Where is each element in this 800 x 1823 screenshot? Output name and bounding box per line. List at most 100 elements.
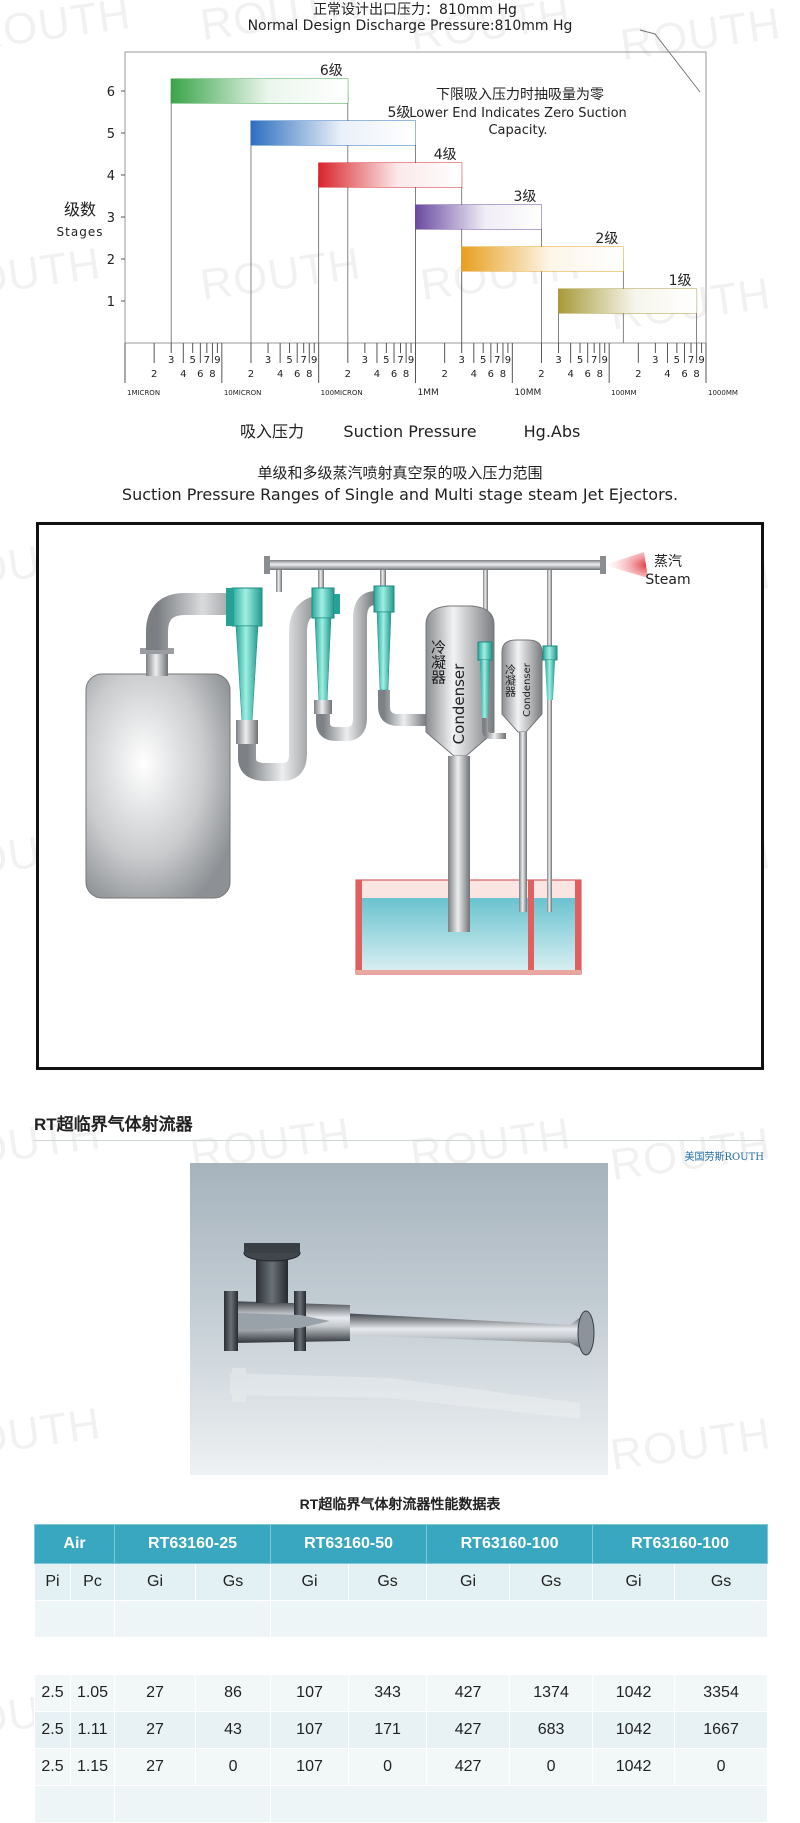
table-cell: 1.05 (69, 1674, 116, 1712)
x-minor-label: 6 (294, 369, 300, 380)
table-cell: Gi (592, 1563, 676, 1601)
watermark: ROUTH (0, 1399, 104, 1471)
x-minor-label: 7 (591, 355, 597, 366)
x-minor-label: 8 (597, 369, 603, 380)
table-cell: 1.11 (69, 1711, 116, 1749)
table-cell: 0 (509, 1748, 594, 1786)
x-minor-label: 2 (538, 369, 544, 380)
stage-bar-4: 4级 (318, 147, 463, 188)
x-minor-label: 5 (189, 355, 195, 366)
ejector-stage-4 (477, 641, 493, 718)
steam-label-en: Steam (645, 572, 690, 588)
y-tick-label: 4 (107, 169, 115, 184)
table-cell: 2.5 (34, 1748, 71, 1786)
stage-bar-label: 5级 (388, 105, 411, 121)
stages-pressure-chart: 正常设计出口压力：810mm Hg Normal Design Discharg… (57, 2, 738, 441)
stage-bar-sheen (250, 121, 416, 145)
stage-bar-label: 6级 (320, 63, 343, 79)
note-en-1: Lower End Indicates Zero Suction (409, 106, 627, 121)
x-decade-label: 1MM (418, 388, 439, 398)
table-cell: 3354 (674, 1674, 769, 1712)
table-cell: 2.5 (34, 1674, 71, 1712)
stage-bar-sheen (415, 205, 542, 229)
table-cell: 1374 (509, 1674, 594, 1712)
x-decade-label: 1000MM (708, 389, 738, 397)
hotwell-tank (355, 879, 582, 975)
x-decade-label: 10MICRON (224, 389, 262, 397)
x-minor-label: 4 (180, 369, 186, 380)
top-label-en: Normal Design Discharge Pressure:810mm H… (248, 18, 573, 34)
x-minor-label: 9 (698, 355, 704, 366)
x-minor-label: 3 (265, 355, 271, 366)
table-cell: Gs (348, 1563, 428, 1601)
x-minor-label: 8 (693, 369, 699, 380)
stage-bar-label: 4级 (434, 147, 457, 163)
table-cell: Gs (674, 1563, 769, 1601)
x-minor-label: 5 (674, 355, 680, 366)
x-minor-label: 8 (500, 369, 506, 380)
table-cell: 107 (270, 1748, 350, 1786)
x-decade-label: 1MICRON (127, 389, 160, 397)
stage-bar-label: 2级 (595, 231, 618, 247)
ejector-stage-3 (373, 585, 395, 691)
table-cell: 0 (195, 1748, 272, 1786)
x-decade-label: 10MM (514, 388, 541, 398)
y-tick-label: 5 (107, 127, 115, 142)
x-minor-label: 4 (567, 369, 573, 380)
table-cell: 683 (509, 1711, 594, 1749)
x-decade-label: 100MM (611, 389, 636, 397)
stage-bar-2: 2级 (461, 231, 624, 272)
stage-bar-5: 5级 (250, 105, 416, 146)
table-cell (270, 1600, 769, 1638)
discharge-leader-line (639, 29, 701, 93)
y-tick-label: 2 (107, 253, 115, 268)
x-minor-label: 9 (602, 355, 608, 366)
table-cell (33, 1785, 116, 1823)
x-minor-label: 6 (584, 369, 590, 380)
table-cell: Pi (34, 1563, 71, 1601)
x-axis-label-zh: 吸入压力 (240, 422, 304, 441)
table-cell: Gi (426, 1563, 511, 1601)
x-minor-label: 9 (214, 355, 220, 366)
x-minor-label: 4 (664, 369, 670, 380)
steam-ejector-diagram: 蒸汽 Steam 冷凝器 Condenser (36, 522, 764, 1070)
stage-bar-sheen (171, 79, 348, 103)
table-blank-row (33, 1785, 769, 1823)
table-cell: Gs (195, 1563, 272, 1601)
table-blank-row (33, 1600, 769, 1638)
brand-label: 美国劳斯ROUTH (684, 1152, 764, 1163)
y-axis-label-zh: 级数 (64, 200, 96, 219)
watermark: ROUTH (607, 1409, 774, 1481)
table-cell: RT63160-50 (270, 1524, 428, 1564)
table-cell (33, 1600, 116, 1638)
table-cell: RT63160-100 (426, 1524, 594, 1564)
x-minor-label: 5 (480, 355, 486, 366)
table-cell: 0 (348, 1748, 428, 1786)
x-minor-label: 8 (306, 369, 312, 380)
ejector-stage-2 (311, 587, 340, 714)
x-minor-label: 7 (300, 355, 306, 366)
x-minor-label: 9 (311, 355, 317, 366)
table-cell: 2.5 (34, 1711, 71, 1749)
ejector-stage-1 (226, 587, 263, 744)
table-cell (114, 1637, 272, 1675)
stage-bar-label: 1级 (669, 273, 692, 289)
table-cell: RT63160-25 (114, 1524, 272, 1564)
x-minor-label: 3 (168, 355, 174, 366)
table-cell: 427 (426, 1711, 511, 1749)
x-decade-label: 100MICRON (321, 389, 363, 397)
x-minor-label: 5 (577, 355, 583, 366)
chart-caption-zh: 单级和多级蒸汽喷射真空泵的吸入压力范围 (257, 464, 543, 482)
table-cell: 171 (348, 1711, 428, 1749)
stage-bar-sheen (558, 289, 697, 313)
stage-bar-1: 1级 (558, 273, 698, 314)
secondary-condenser: 冷凝器 Condenser (501, 639, 543, 922)
table-title: RT超临界气体射流器性能数据表 (299, 1496, 501, 1512)
condenser-label-zh: 冷凝器 (429, 640, 447, 685)
stage-bar-6: 6级 (170, 63, 349, 104)
x-minor-label: 2 (151, 369, 157, 380)
table-cell: RT63160-100 (592, 1524, 769, 1564)
